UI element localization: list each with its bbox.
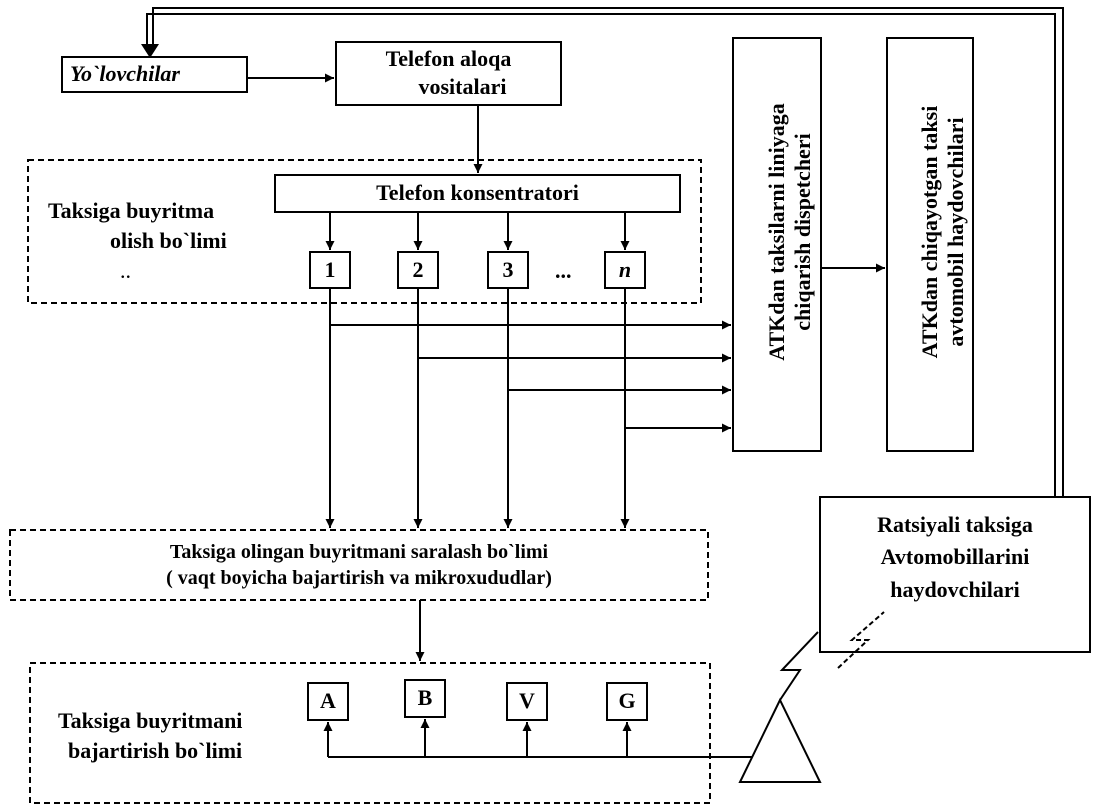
radio-link-icon [779,631,819,701]
exec-unit-label-B: B [417,685,433,710]
feedback-arrowhead [141,44,159,58]
phone-means-label-line2: vositalari [418,74,507,99]
passengers-box [61,56,248,93]
radio-drivers-label-line3: haydovchilari [890,577,1020,602]
sorting-dept-label-line2: ( vaqt boyicha bajartirish va mikroxudud… [166,567,552,589]
exec-dept-label-line2: bajartirish bo`limi [68,738,243,763]
dispatcher-box [732,37,822,452]
drivers-out-label-line2: avtomobil haydovchilari [943,117,968,347]
radio-drivers-box [819,496,1091,653]
order-dept-label-line1: Taksiga buyritma [48,198,215,223]
operator-box-2 [397,251,439,289]
operator-label-3: 3 [502,257,514,282]
exec-unit-label-G: G [618,688,636,713]
order-dept-dots: .. [120,258,131,283]
operator-box-n [604,251,646,289]
sorting-dept-frame [9,529,709,601]
operator-box-1 [309,251,351,289]
order-dept-frame [27,159,702,304]
order-dept-label-line2: olish bo`limi [110,228,227,253]
radio-drivers-label-line2: Avtomobillarini [880,544,1030,569]
dispatcher-label-line2: chiqarish dispetcheri [790,133,815,331]
operator-label-n: n [618,257,632,282]
phone-concentrator-label: Telefon konsentratori [376,180,579,205]
drivers-out-box [886,37,974,452]
exec-unit-label-A: A [320,688,336,713]
phone-concentrator-box [274,174,681,213]
exec-unit-box-B [404,679,446,718]
drivers-out-label-line1: ATKdan chiqayotgan taksi [917,105,942,359]
phone-means-label-line1: Telefon aloqa [385,46,512,71]
exec-unit-box-A [307,682,349,721]
exec-unit-box-V [506,682,548,721]
exec-unit-label-V: V [519,688,535,713]
feedback-loop-line [146,7,1064,497]
passengers-label: Yo`lovchilar [70,61,180,86]
dispatcher-label-line1: ATKdan taksilarni liniyaga [764,103,789,361]
operator-box-3 [487,251,529,289]
antenna-icon [738,697,822,783]
sorting-dept-label-line1: Taksiga olingan buyritmani saralash bo`l… [169,541,549,563]
operator-label-2: 2 [412,257,424,282]
exec-unit-box-G [606,682,648,721]
radio-link-icon-upper [837,611,885,669]
phone-means-box [335,41,562,106]
radio-drivers-label-line1: Ratsiyali taksiga [877,512,1033,537]
operators-ellipsis: ... [555,258,572,283]
exec-dept-label-line1: Taksiga buyritmani [58,708,243,733]
exec-dept-frame [29,662,711,804]
operator-label-1: 1 [324,257,336,282]
